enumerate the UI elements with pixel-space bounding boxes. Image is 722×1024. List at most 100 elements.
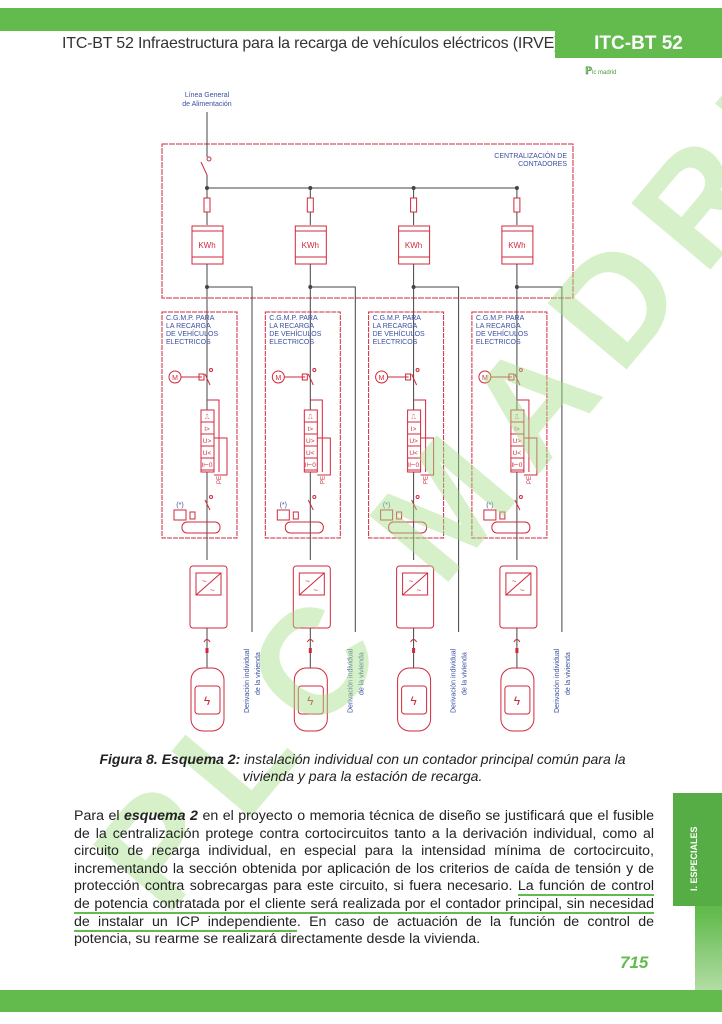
differential-icon bbox=[388, 521, 428, 534]
cgmp-label: ELECTRICOS bbox=[166, 339, 211, 346]
protection-label: I> bbox=[411, 426, 417, 433]
sense-wire bbox=[317, 437, 331, 476]
protection-label: U> bbox=[513, 438, 522, 445]
differential-icon bbox=[284, 521, 324, 534]
ac-symbol: ~ bbox=[305, 577, 310, 586]
protection-label: I⊢0 bbox=[201, 462, 212, 469]
asterisk-label: (*) bbox=[486, 502, 493, 509]
cgmp-label: ELECTRICOS bbox=[269, 339, 314, 346]
plug-icon bbox=[203, 639, 211, 643]
car-icon bbox=[397, 667, 432, 732]
sense-wire bbox=[420, 437, 435, 476]
caption-prefix: Figura 8. Esquema 2: bbox=[99, 751, 241, 767]
asterisk-label: (*) bbox=[280, 502, 287, 509]
ac-symbol: ~ bbox=[417, 586, 422, 595]
pe-label: PE bbox=[217, 476, 223, 484]
charger-box bbox=[292, 565, 331, 629]
meter-box bbox=[294, 225, 327, 265]
protection-label: ⎍ bbox=[205, 414, 210, 421]
header-tab: ITC-BT 52 bbox=[555, 30, 722, 58]
cgmp-label: DE VEHÍCULOS bbox=[166, 329, 218, 338]
derivation-label: de la vivienda bbox=[565, 652, 572, 695]
cgmp-label: DE VEHÍCULOS bbox=[269, 329, 321, 338]
plug-icon bbox=[306, 639, 314, 643]
page-number: 715 bbox=[620, 953, 649, 972]
text: en el proyecto o memoria técnica de dise… bbox=[74, 808, 654, 895]
protection-stack bbox=[510, 409, 525, 473]
switch-icon bbox=[204, 499, 211, 511]
meter-label: KWh bbox=[508, 241, 525, 250]
actuator-icon bbox=[508, 373, 515, 381]
header-title: ITC-BT 52 Infraestructura para la recarg… bbox=[62, 35, 560, 52]
fuse-icon bbox=[306, 197, 314, 213]
cgmp-label: DE VEHÍCULOS bbox=[476, 329, 528, 338]
protection-label: ⎍ bbox=[515, 414, 520, 421]
switch-contact bbox=[518, 368, 523, 372]
switch-icon bbox=[307, 499, 314, 511]
derivation-label: Derivación individual bbox=[554, 648, 561, 713]
derivation-label: Derivación individual bbox=[347, 648, 354, 713]
protection-stack bbox=[407, 409, 422, 473]
sense-wire bbox=[214, 437, 228, 476]
text: Para el bbox=[74, 808, 125, 824]
charger-box bbox=[396, 565, 435, 629]
derivation-line bbox=[413, 286, 460, 632]
derivation-label: Derivación individual bbox=[451, 648, 458, 713]
converter-icon bbox=[298, 572, 325, 596]
cgmp-label: LA RECARGA bbox=[476, 323, 521, 330]
car-cabin bbox=[194, 685, 221, 715]
switch-contact bbox=[312, 368, 317, 372]
derivation-label: Derivación individual bbox=[244, 648, 251, 713]
protection-label: U< bbox=[513, 450, 522, 457]
protection-label: I⊢0 bbox=[511, 462, 522, 469]
fuse-icon bbox=[410, 197, 418, 213]
meter-label: KWh bbox=[405, 241, 422, 250]
pe-wire bbox=[207, 399, 220, 472]
cgmp-box bbox=[368, 311, 445, 539]
protection-label: I⊢0 bbox=[305, 462, 316, 469]
actuator-icon bbox=[405, 373, 412, 381]
car-cabin bbox=[297, 685, 324, 715]
car-icon bbox=[190, 667, 225, 732]
protection-label: U< bbox=[306, 450, 315, 457]
lightning-icon: ϟ bbox=[307, 694, 314, 708]
cgmp-label: LA RECARGA bbox=[166, 323, 211, 330]
connector-icon bbox=[515, 648, 519, 653]
wiring-diagram: Línea General de Alimentación CENTRALIZA… bbox=[161, 92, 574, 732]
lightning-icon: ϟ bbox=[410, 694, 417, 708]
body-paragraph: Para el esquema 2 en el proyecto o memor… bbox=[74, 808, 654, 949]
differential-icon bbox=[491, 521, 531, 534]
switch-contact bbox=[209, 495, 213, 499]
caption-text: instalación individual con un contador p… bbox=[240, 751, 626, 784]
lightning-icon: ϟ bbox=[204, 694, 211, 708]
derivation-line bbox=[207, 286, 253, 632]
relay-icon bbox=[380, 509, 394, 521]
actuator-icon bbox=[499, 511, 506, 520]
derivation-label: de la vivienda bbox=[255, 652, 262, 695]
converter-icon bbox=[505, 572, 532, 596]
car-cabin bbox=[504, 685, 531, 715]
actuator-icon bbox=[396, 511, 403, 520]
relay-icon bbox=[276, 509, 290, 521]
derivation-label: de la vivienda bbox=[358, 652, 365, 695]
protection-label: I⊢0 bbox=[408, 462, 419, 469]
meter-box bbox=[501, 225, 534, 265]
switch-contact bbox=[312, 495, 317, 499]
cgmp-label: LA RECARGA bbox=[373, 323, 418, 330]
side-tab[interactable]: I. ESPECIALES bbox=[673, 793, 722, 906]
protection-stack bbox=[200, 409, 215, 473]
meter-label: KWh bbox=[302, 241, 319, 250]
meter-box bbox=[191, 225, 224, 265]
converter-line bbox=[402, 572, 428, 596]
plug-icon bbox=[513, 639, 521, 643]
charger-box bbox=[499, 565, 538, 629]
switch-contact bbox=[209, 368, 213, 372]
cgmp-box bbox=[264, 311, 341, 539]
cgmp-label: ELECTRICOS bbox=[373, 339, 418, 346]
centralization-label: CENTRALIZACIÓN DE bbox=[494, 151, 567, 160]
motor-label: M bbox=[379, 375, 385, 382]
protection-label: U> bbox=[306, 438, 315, 445]
converter-icon bbox=[195, 572, 222, 596]
side-tab-label: I. ESPECIALES bbox=[689, 826, 699, 891]
lightning-icon: ϟ bbox=[514, 694, 521, 708]
